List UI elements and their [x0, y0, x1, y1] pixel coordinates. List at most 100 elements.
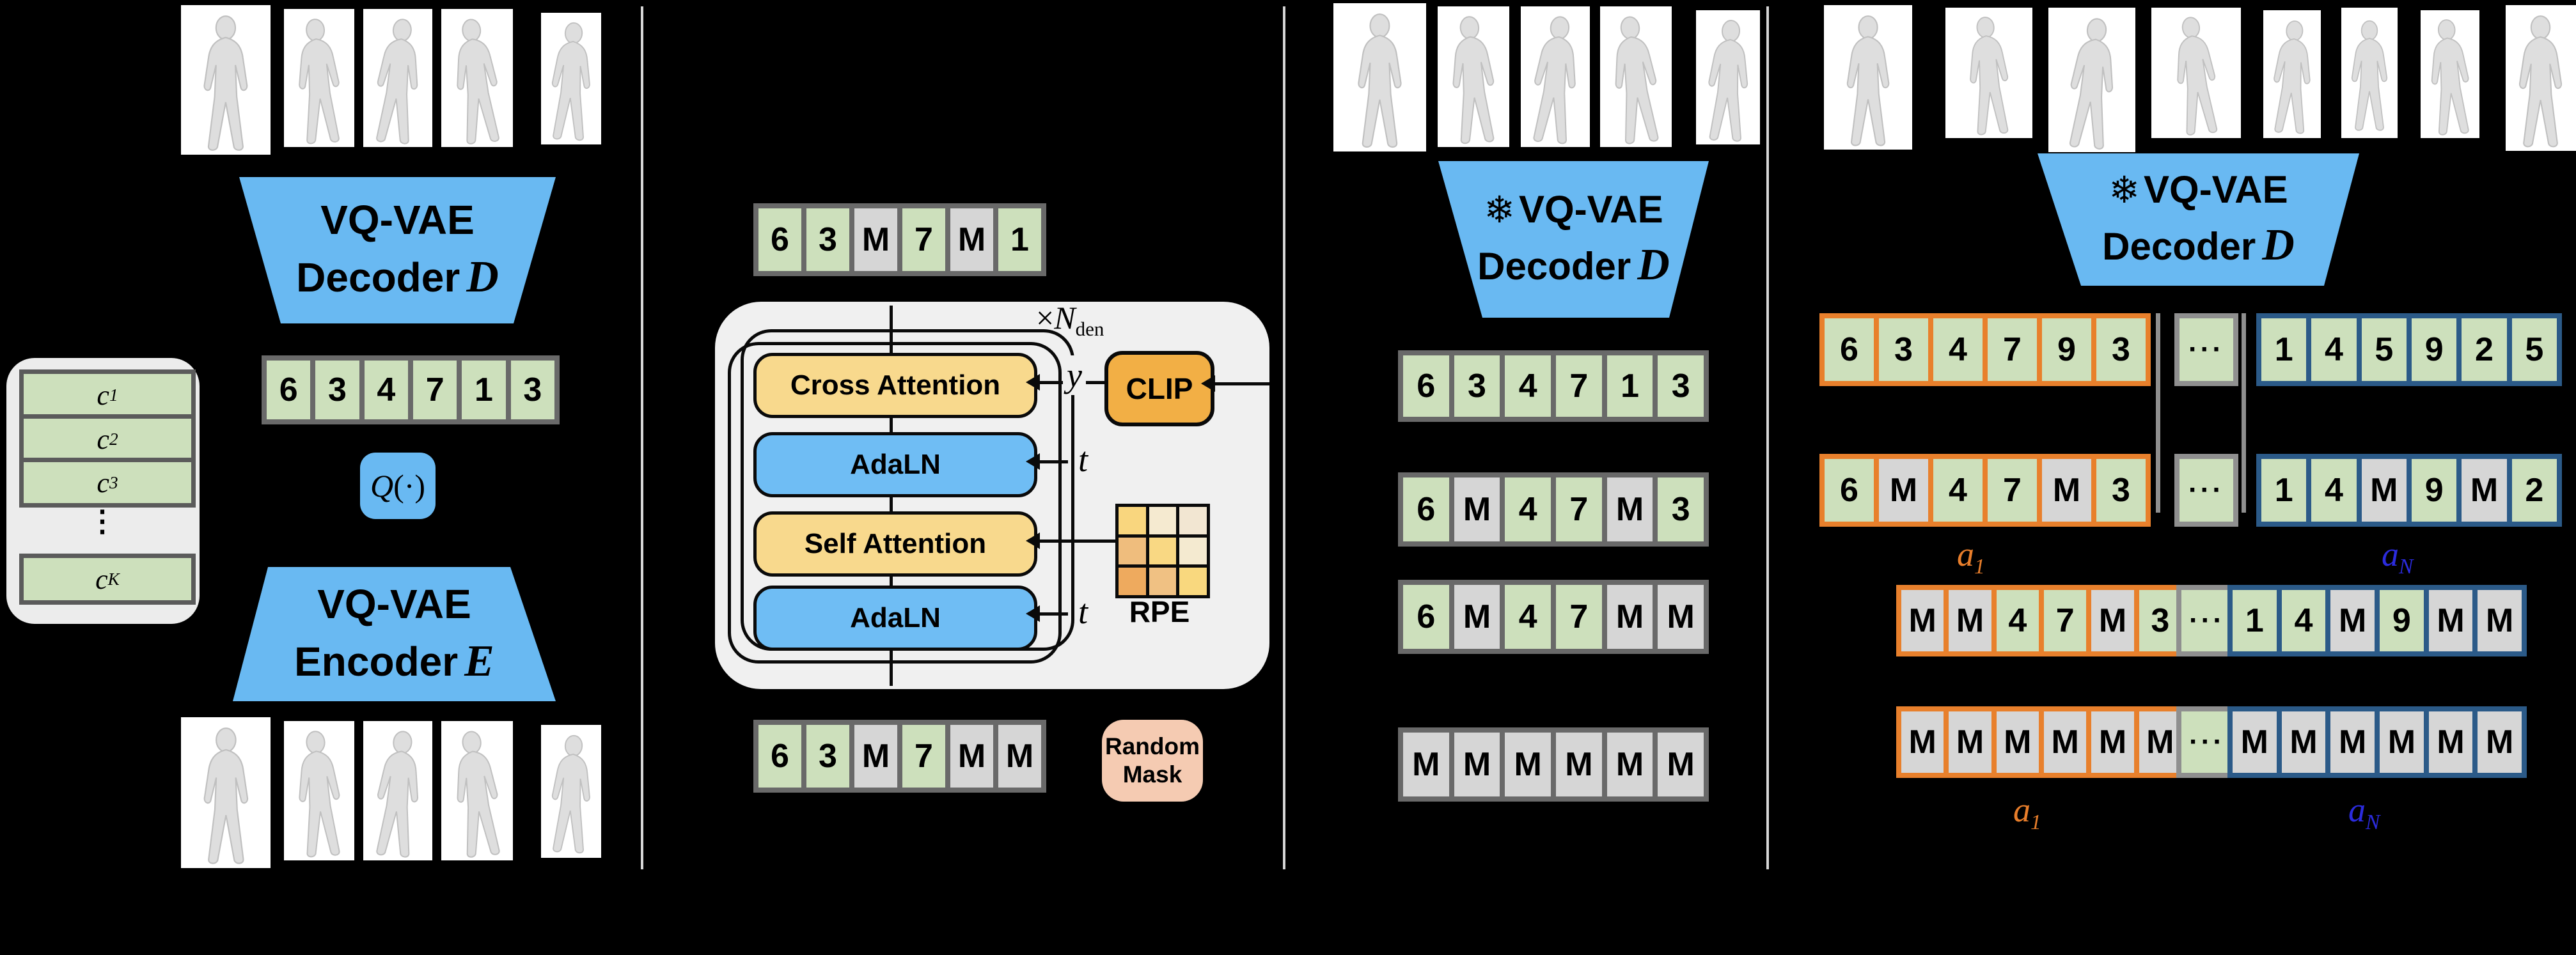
rpe-matrix-cell [1179, 568, 1207, 595]
masked-token-cell: M [2091, 711, 2134, 773]
frozen-decoder-title: ❄VQ-VAE [2109, 167, 2288, 211]
masked-token-cell: M [2428, 590, 2473, 651]
clip-encoder-box: CLIP [1104, 351, 1214, 426]
segment-separator-bar [2156, 313, 2160, 513]
vqvae-decoder-title: VQ-VAE [320, 197, 475, 244]
adaln-block-1: AdaLN [753, 432, 1037, 497]
token-cell: 9 [2042, 318, 2091, 381]
motion-frame-image [284, 9, 354, 147]
rpe-matrix-cell [1119, 537, 1146, 565]
token-cell: 4 [1505, 585, 1551, 649]
masked-token-cell: M [2462, 459, 2507, 522]
token-cell: 6 [1825, 459, 1874, 522]
rpe-matrix-cell [1149, 537, 1177, 565]
token-cell: 2 [2511, 459, 2557, 522]
motion-frame-image [541, 13, 601, 144]
token-cell: 4 [1505, 477, 1551, 541]
token-cell: 9 [2411, 459, 2457, 522]
motion-frame-image [1600, 6, 1672, 147]
token-cell: 7 [1556, 585, 1602, 649]
token-cell: 7 [412, 361, 457, 419]
token-cell: 1 [2261, 459, 2307, 522]
token-cell: 3 [2096, 318, 2146, 381]
text-condition-label: y [1063, 355, 1086, 395]
token-cell: 1 [2233, 590, 2277, 651]
token-cell: 6 [1403, 477, 1449, 541]
masked-token-cell: M [2281, 711, 2326, 773]
token-cell: 4 [1996, 590, 2039, 651]
token-cell: 1 [2261, 318, 2307, 381]
masked-token-cell: M [1454, 733, 1500, 796]
token-cell: 4 [2281, 590, 2326, 651]
token-cell: 6 [1403, 355, 1449, 417]
adaln-block-2: AdaLN [753, 586, 1037, 651]
motion-frame-image [1438, 6, 1509, 147]
segment-separator-bar [2242, 313, 2246, 513]
motion-frame-image [2263, 10, 2321, 138]
masked-token-cell: M [2478, 590, 2522, 651]
repeat-count-label: ×Nden [1036, 300, 1104, 340]
motion-frame-image [1333, 3, 1426, 151]
token-cell: 7 [1988, 318, 2037, 381]
masked-token-cell: M [2233, 711, 2277, 773]
token-cell: 3 [1454, 355, 1500, 417]
arrowhead-left-icon [1201, 375, 1215, 392]
action-label-a1: a1 [2013, 791, 2041, 834]
masked-token-cell: M [2361, 459, 2407, 522]
masked-token-cell: M [2139, 711, 2181, 773]
token-cell: 4 [364, 361, 408, 419]
masked-token-cell: M [2330, 711, 2375, 773]
timestep-label-2: t [1074, 592, 1092, 632]
motion-frame-image [363, 9, 432, 147]
motion-frame-image [284, 721, 354, 860]
motion-frame-image [2506, 5, 2576, 151]
token-cell: 7 [1556, 355, 1602, 417]
ellipsis-cell: ··· [2174, 313, 2238, 386]
vqvae-encoder-title: VQ-VAE [317, 580, 471, 627]
rpe-matrix-cell [1149, 507, 1177, 534]
masked-token-cell: M [998, 725, 1041, 788]
masked-token-cell: M [1658, 733, 1704, 796]
token-cell: 7 [1556, 477, 1602, 541]
rpe-label: RPE [1129, 595, 1190, 628]
masked-token-cell: M [1606, 733, 1653, 796]
action-label-a1: a1 [1957, 535, 1985, 578]
motion-frame-image [1521, 6, 1590, 147]
snowflake-icon: ❄ [1484, 189, 1515, 231]
arrowhead-left-icon [1026, 605, 1040, 622]
denoiser-stack-frame-back [728, 342, 1062, 664]
token-cell: 6 [758, 208, 801, 271]
action-label-aN: aN [2348, 791, 2380, 834]
token-cell: 5 [2511, 318, 2557, 381]
rpe-matrix [1115, 504, 1210, 598]
rpe-matrix-cell [1179, 507, 1207, 534]
token-cell: 3 [315, 361, 359, 419]
arrowhead-left-icon [1026, 374, 1040, 391]
masked-token-cell: M [1949, 711, 1991, 773]
masked-token-cell: M [1879, 459, 1928, 522]
masked-token-cell: M [1901, 590, 1944, 651]
panel-divider-2 [1283, 6, 1285, 869]
token-cell: 3 [1879, 318, 1928, 381]
panel-divider-3 [1766, 6, 1769, 869]
random-mask-box: Random Mask [1102, 720, 1203, 802]
decoder-math-symbol: D [1637, 240, 1670, 290]
token-cell: 3 [806, 208, 849, 271]
arrowhead-left-icon [1026, 453, 1040, 470]
masked-token-cell: M [950, 725, 993, 788]
rpe-matrix-cell [1179, 537, 1207, 565]
token-cell: 4 [1933, 318, 1983, 381]
